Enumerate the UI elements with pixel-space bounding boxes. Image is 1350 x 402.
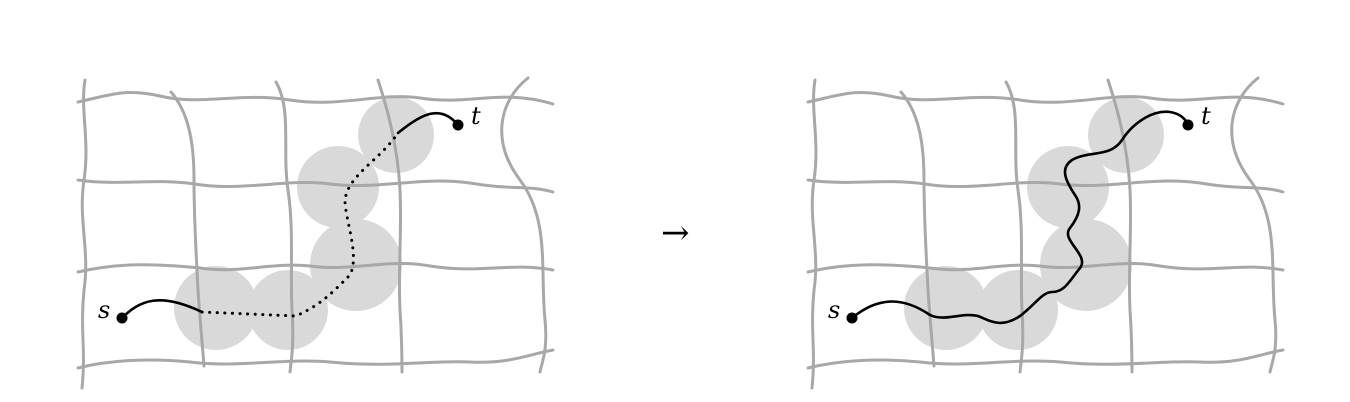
grid-line bbox=[810, 78, 818, 390]
grid-line bbox=[1004, 80, 1025, 374]
grid-line bbox=[76, 261, 555, 274]
grid-line bbox=[1230, 76, 1278, 374]
solid-segment-s bbox=[120, 298, 204, 320]
shaded-balls bbox=[904, 97, 1164, 350]
rerouted-path bbox=[850, 110, 1190, 325]
grid-line bbox=[1106, 78, 1134, 374]
grid-line bbox=[500, 76, 548, 374]
grid-line bbox=[806, 261, 1285, 274]
source-point bbox=[116, 312, 128, 324]
left-panel: s t bbox=[76, 76, 555, 390]
source-label: s bbox=[828, 296, 840, 324]
ball bbox=[904, 266, 988, 350]
transform-arrow: → bbox=[661, 213, 690, 253]
solid-segment-t bbox=[396, 111, 460, 135]
grid-line bbox=[806, 90, 1285, 106]
target-label: t bbox=[1201, 102, 1211, 130]
dotted-segment bbox=[200, 131, 400, 318]
grid-line bbox=[76, 348, 555, 370]
target-point bbox=[1182, 119, 1194, 131]
ball bbox=[248, 270, 328, 350]
grid-line bbox=[80, 78, 88, 390]
grid-line bbox=[806, 178, 1285, 194]
grid-line bbox=[274, 80, 295, 374]
grid-line bbox=[899, 90, 936, 368]
target-point bbox=[452, 119, 464, 131]
target-label: t bbox=[471, 102, 481, 130]
ball bbox=[1027, 146, 1109, 228]
distorted-grid bbox=[76, 76, 555, 390]
ball bbox=[358, 97, 434, 173]
ball bbox=[978, 270, 1058, 350]
grid-line bbox=[376, 78, 404, 374]
source-point bbox=[846, 312, 858, 324]
grid-line bbox=[806, 348, 1285, 370]
right-panel: s t bbox=[806, 76, 1285, 390]
distorted-grid bbox=[806, 76, 1285, 390]
grid-line bbox=[169, 90, 206, 368]
ball bbox=[297, 146, 379, 228]
shaded-balls bbox=[174, 97, 434, 350]
grid-line bbox=[76, 90, 555, 106]
source-label: s bbox=[98, 296, 110, 324]
ball bbox=[174, 266, 258, 350]
grid-line bbox=[76, 178, 555, 194]
